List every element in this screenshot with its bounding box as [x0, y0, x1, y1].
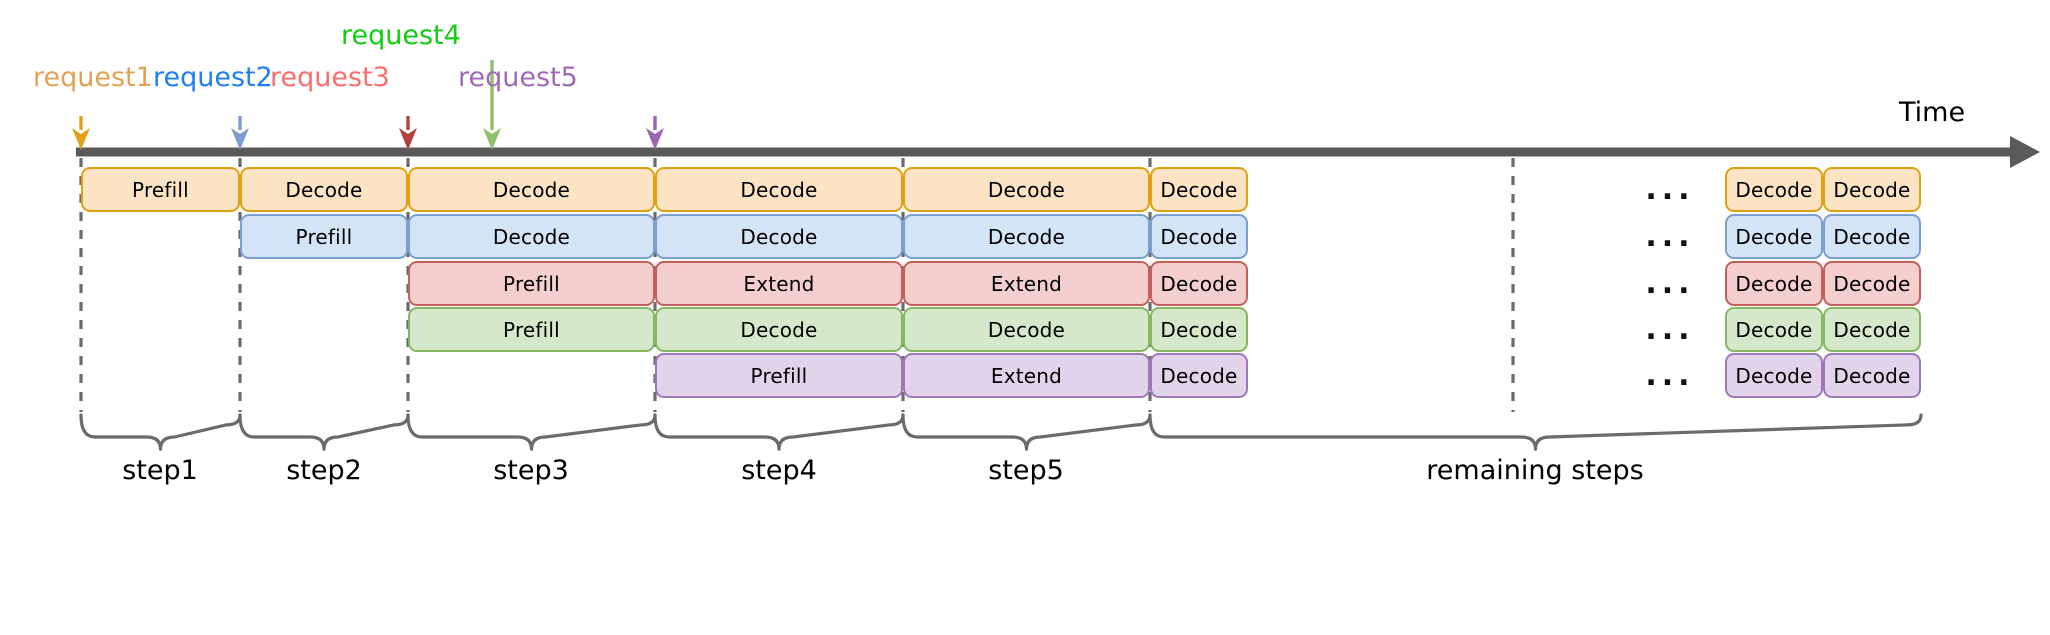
task-block: Decode: [655, 214, 903, 259]
time-axis-label: Time: [1899, 97, 1966, 128]
step-caption: step1: [122, 455, 198, 486]
task-block: Extend: [903, 353, 1150, 398]
task-block: Prefill: [408, 307, 655, 352]
row-ellipsis: ...: [1645, 219, 1695, 254]
request2-arrow-head: [231, 128, 249, 150]
row-ellipsis: ...: [1645, 312, 1695, 347]
task-block: Decode: [1725, 353, 1823, 398]
request5-arrow-head: [646, 128, 664, 150]
step-caption: step2: [286, 455, 362, 486]
task-block: Decode: [655, 167, 903, 212]
request1-label: request1: [33, 62, 153, 93]
step-caption: remaining steps: [1426, 455, 1644, 486]
task-block: Decode: [1823, 261, 1921, 306]
step-caption: step4: [741, 455, 817, 486]
request5-label: request5: [458, 62, 578, 93]
task-block: Prefill: [408, 261, 655, 306]
task-block: Extend: [655, 261, 903, 306]
task-block: Decode: [1725, 307, 1823, 352]
task-block: Decode: [1725, 214, 1823, 259]
task-block: Decode: [240, 167, 408, 212]
request4-label: request4: [341, 20, 461, 51]
step-brace-6: [1148, 413, 1923, 451]
task-block: Decode: [1823, 307, 1921, 352]
task-block: Prefill: [655, 353, 903, 398]
request2-label: request2: [153, 62, 273, 93]
task-block: Decode: [1823, 353, 1921, 398]
task-block: Prefill: [240, 214, 408, 259]
task-block: Decode: [1150, 167, 1248, 212]
row-ellipsis: ...: [1645, 358, 1695, 393]
request3-label: request3: [270, 62, 390, 93]
task-block: Decode: [903, 167, 1150, 212]
request1-arrow-head: [72, 128, 90, 150]
task-block: Decode: [655, 307, 903, 352]
task-block: Prefill: [81, 167, 240, 212]
request4-arrow-head: [483, 128, 501, 150]
time-axis-arrowhead: [2010, 136, 2040, 168]
task-block: Decode: [1150, 214, 1248, 259]
task-block: Decode: [1823, 214, 1921, 259]
row-ellipsis: ...: [1645, 266, 1695, 301]
task-block: Decode: [1150, 307, 1248, 352]
step-brace-4: [653, 413, 905, 451]
step-caption: step5: [988, 455, 1064, 486]
row-ellipsis: ...: [1645, 172, 1695, 207]
step-brace-2: [238, 413, 410, 451]
task-block: Decode: [1150, 353, 1248, 398]
step-caption: step3: [493, 455, 569, 486]
task-block: Decode: [1823, 167, 1921, 212]
task-block: Decode: [1150, 261, 1248, 306]
task-block: Decode: [1725, 167, 1823, 212]
task-block: Decode: [903, 214, 1150, 259]
request3-arrow-head: [399, 128, 417, 150]
step-brace-5: [901, 413, 1152, 451]
task-block: Decode: [408, 214, 655, 259]
step-brace-3: [406, 413, 657, 451]
task-block: Decode: [408, 167, 655, 212]
step-brace-1: [79, 413, 242, 451]
task-block: Extend: [903, 261, 1150, 306]
task-block: Decode: [1725, 261, 1823, 306]
task-block: Decode: [903, 307, 1150, 352]
